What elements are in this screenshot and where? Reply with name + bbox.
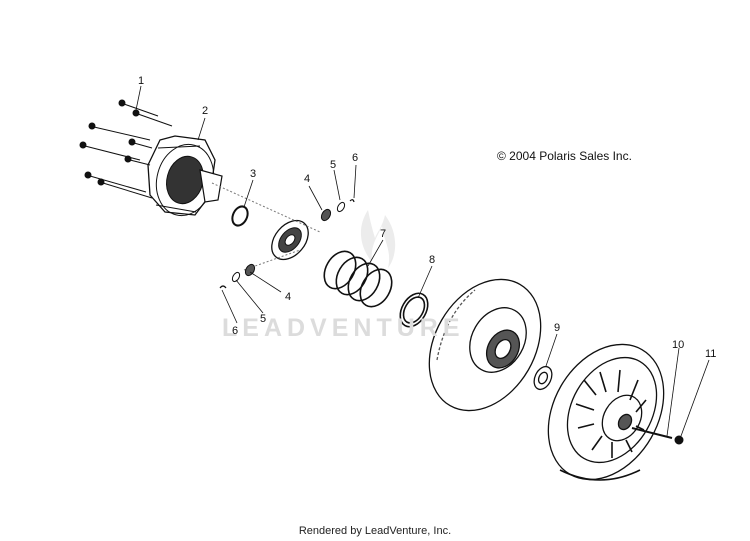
- callout-4-lower: 4: [285, 291, 292, 303]
- snap-ring-part: [231, 205, 249, 227]
- cover-part: [147, 135, 223, 217]
- washer-9-part: [533, 365, 553, 391]
- callout-3: 3: [250, 168, 257, 180]
- callout-11: 11: [705, 348, 717, 360]
- callout-5: 5: [330, 159, 337, 171]
- bolt-group: [79, 99, 173, 199]
- callout-9: 9: [554, 322, 561, 334]
- callout-2: 2: [202, 105, 209, 117]
- washer-upper: [336, 201, 346, 213]
- callout-6-lower: 6: [232, 325, 239, 337]
- watermark-text: LEADVENTURE: [222, 314, 465, 342]
- washer-lower: [231, 271, 241, 283]
- bearing-part: [271, 219, 309, 261]
- callout-1: 1: [138, 75, 145, 87]
- copyright-text: © 2004 Polaris Sales Inc.: [497, 149, 632, 163]
- ring-part: [399, 292, 429, 328]
- nut-part: [674, 435, 684, 445]
- clip-lower: [219, 285, 227, 289]
- clip-upper: [349, 199, 355, 203]
- spacer-lower: [244, 263, 256, 277]
- sheave-part: [428, 278, 542, 412]
- watermark-flame-icon: [360, 210, 396, 268]
- leader-lines: [135, 85, 710, 437]
- callout-4: 4: [304, 173, 311, 185]
- callout-5-lower: 5: [260, 313, 267, 325]
- callout-10: 10: [672, 339, 685, 351]
- spring-part: [323, 250, 393, 308]
- callout-8: 8: [429, 254, 436, 266]
- callout-7: 7: [380, 228, 387, 240]
- footer-text: Rendered by LeadVenture, Inc.: [298, 525, 452, 537]
- pin-part: [631, 427, 673, 439]
- callout-6: 6: [352, 152, 359, 164]
- movable-sheave-part: [547, 343, 665, 481]
- spacer-upper: [320, 208, 332, 222]
